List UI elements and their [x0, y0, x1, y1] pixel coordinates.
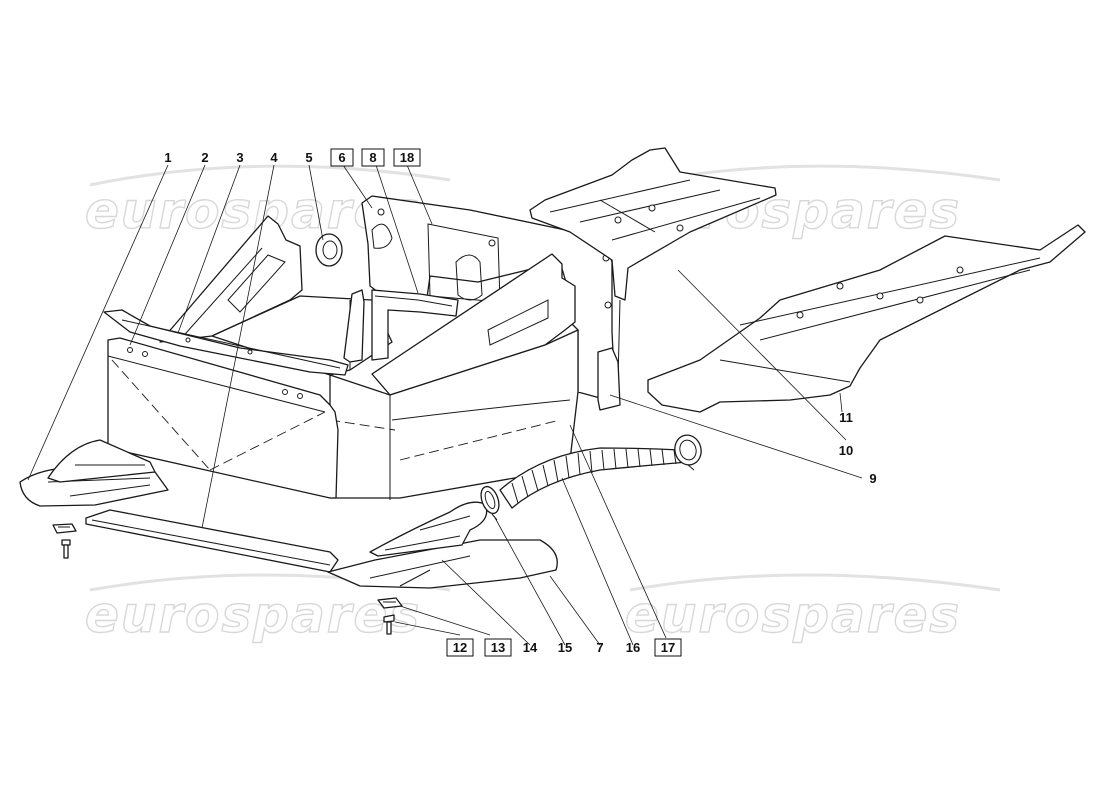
left-fasteners	[52, 523, 77, 559]
callout-9: 9	[869, 471, 876, 486]
callout-15: 15	[558, 640, 572, 655]
callout-label: 2	[201, 150, 208, 165]
callout-17: 17	[654, 638, 682, 657]
callout-2: 2	[201, 150, 208, 165]
callout-label: 17	[661, 640, 675, 655]
callout-label: 13	[491, 640, 505, 655]
callout-13: 13	[484, 638, 512, 657]
callout-label: 4	[270, 150, 278, 165]
hose-assembly	[480, 434, 702, 521]
callout-5: 5	[305, 150, 312, 165]
callout-16: 16	[626, 640, 640, 655]
callout-label: 12	[453, 640, 467, 655]
callout-label: 6	[338, 150, 345, 165]
callout-8: 8	[361, 148, 385, 167]
callout-label: 15	[558, 640, 572, 655]
callout-1: 1	[164, 150, 171, 165]
left-undertray	[19, 439, 169, 507]
callout-3: 3	[236, 150, 243, 165]
floor-strip	[85, 509, 339, 573]
right-undertray	[327, 539, 558, 589]
leader-lines	[27, 164, 863, 646]
inner-bracket	[371, 289, 459, 361]
callout-4: 4	[270, 150, 278, 165]
cross-member	[103, 309, 349, 376]
callout-label: 1	[164, 150, 171, 165]
front-frame-tub	[159, 195, 621, 500]
callout-label: 5	[305, 150, 312, 165]
watermark-text: eurospares	[85, 586, 421, 644]
right-fasteners	[377, 597, 403, 635]
tub-front-face	[329, 329, 579, 499]
grommet	[315, 233, 343, 267]
callout-6: 6	[330, 148, 354, 167]
tall-bracket	[343, 289, 365, 363]
callout-box	[446, 638, 474, 657]
callout-box	[393, 148, 421, 167]
watermark-bottom-left: eurospares	[84, 573, 451, 645]
callout-label: 10	[839, 443, 853, 458]
callout-box	[654, 638, 682, 657]
watermark-text: eurospares	[625, 586, 961, 644]
callout-7: 7	[596, 640, 603, 655]
callout-label: 7	[596, 640, 603, 655]
hose-ribs	[511, 448, 677, 504]
callout-label: 18	[400, 150, 414, 165]
air-duct	[369, 501, 488, 557]
watermark-bottom-right: eurospares	[624, 573, 1001, 645]
callout-14: 14	[523, 640, 538, 655]
callout-box	[484, 638, 512, 657]
callout-label: 14	[523, 640, 538, 655]
callout-label: 9	[869, 471, 876, 486]
side-insert	[597, 347, 621, 411]
side-floor-panel	[647, 224, 1086, 413]
callout-label: 16	[626, 640, 640, 655]
front-panel	[107, 337, 339, 499]
callout-label: 3	[236, 150, 243, 165]
callout-label: 11	[839, 410, 853, 425]
callout-box	[330, 148, 354, 167]
callout-label: 8	[369, 150, 376, 165]
callout-18: 18	[393, 148, 421, 167]
callout-12: 12	[446, 638, 474, 657]
rear-floor-panel	[529, 147, 777, 301]
callout-10: 10	[839, 443, 853, 458]
callout-box	[361, 148, 385, 167]
callout-11: 11	[839, 410, 853, 425]
